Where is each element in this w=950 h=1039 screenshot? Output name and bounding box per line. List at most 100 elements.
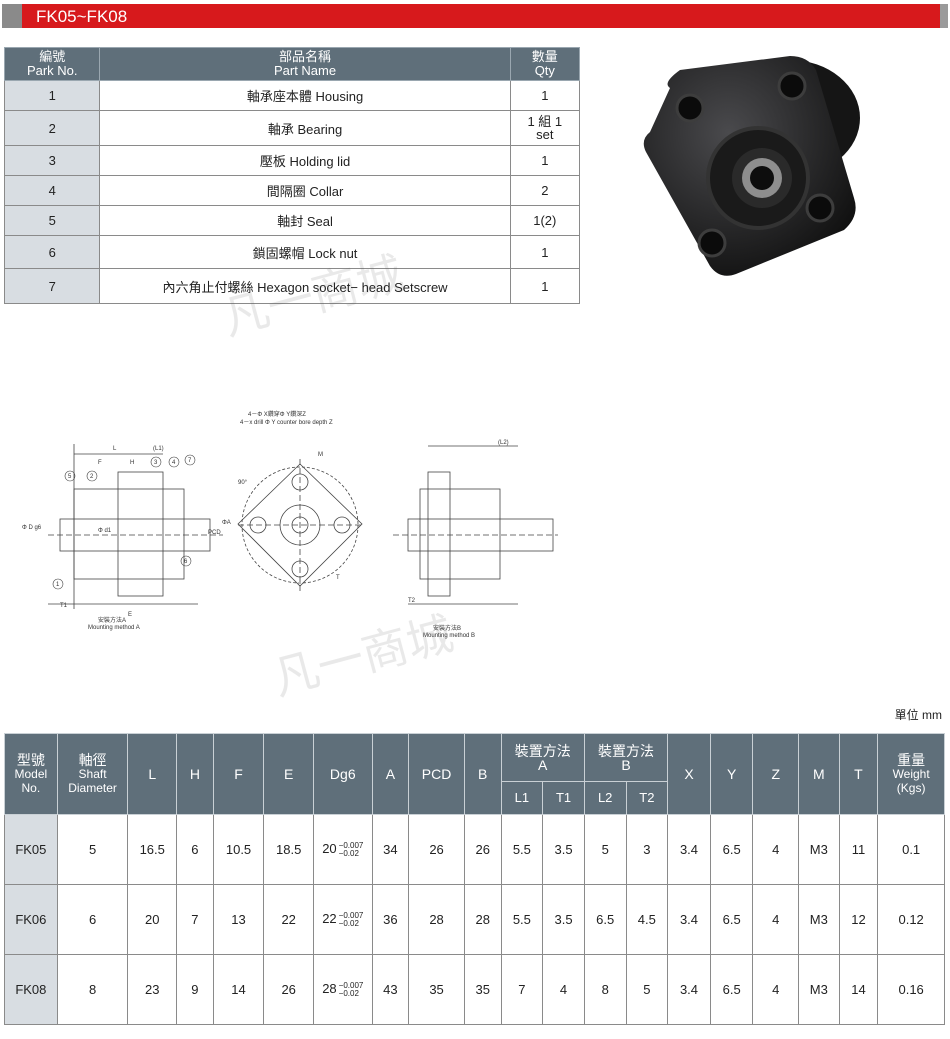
header-name-en: Part Name bbox=[273, 63, 337, 78]
header-L2: L2 bbox=[583, 781, 627, 815]
part-no: 5 bbox=[3, 205, 101, 236]
callouts: 5 2 3 4 7 6 1 bbox=[52, 454, 196, 590]
hole-note-en: 4－x drill Φ Y counter bore depth Z bbox=[240, 420, 333, 426]
cell-F: 10.5 bbox=[212, 814, 265, 885]
dim-label: T1 bbox=[60, 603, 68, 609]
cell-weight: 0.16 bbox=[877, 954, 945, 1025]
cell-Dg6: 20−0.007−0.02 bbox=[313, 814, 373, 885]
part-no: 6 bbox=[3, 235, 101, 269]
unit-label: 單位 mm bbox=[894, 708, 942, 722]
method-a-en: Mounting method A bbox=[88, 625, 140, 631]
product-photo bbox=[643, 56, 860, 276]
part-no: 2 bbox=[3, 110, 101, 146]
method-b-en: Mounting method B bbox=[423, 633, 475, 639]
cell-weight: 0.1 bbox=[877, 814, 945, 885]
cell-Z: 4 bbox=[752, 814, 799, 885]
page-title: FK05~FK08 bbox=[36, 7, 128, 26]
cell-shaft: 8 bbox=[56, 954, 129, 1025]
dim-label: H bbox=[130, 460, 134, 466]
part-no: 3 bbox=[3, 145, 101, 176]
header-Y: Y bbox=[709, 733, 754, 815]
dim-label: M bbox=[318, 452, 323, 458]
header-no-en: Park No. bbox=[26, 63, 78, 78]
part-name: 鎖固螺帽 Lock nut bbox=[99, 235, 511, 269]
table-row: FK06 6 20 7 13 22 22−0.007−0.02 36 28 28… bbox=[4, 884, 945, 955]
callout: 7 bbox=[188, 458, 192, 464]
cell-T1: 3.5 bbox=[542, 884, 585, 955]
callout: 3 bbox=[154, 460, 158, 466]
cell-M: M3 bbox=[797, 814, 840, 885]
cell-T2: 4.5 bbox=[625, 884, 669, 955]
title-end-cap bbox=[940, 4, 948, 28]
cell-F: 14 bbox=[212, 954, 265, 1025]
tol-lower: −0.02 bbox=[338, 848, 359, 858]
part-no: 4 bbox=[3, 175, 101, 206]
header-text: (Kgs) bbox=[896, 781, 926, 795]
callout: 4 bbox=[172, 460, 176, 466]
cell-A: 34 bbox=[371, 814, 410, 885]
tolerance: −0.007−0.02 bbox=[339, 981, 364, 998]
header-text: Weight bbox=[892, 767, 930, 781]
dim-label: Φ D g6 bbox=[22, 525, 42, 531]
tolerance: −0.007−0.02 bbox=[338, 910, 364, 928]
cell-T: 12 bbox=[838, 884, 879, 955]
dim-label: Φ d1 bbox=[98, 528, 112, 534]
cell-weight: 0.12 bbox=[877, 884, 945, 955]
header-qty-zh: 數量 bbox=[531, 49, 558, 64]
cell-model: FK05 bbox=[4, 814, 58, 885]
cell-E: 18.5 bbox=[263, 814, 314, 885]
cell-Y: 6.5 bbox=[709, 814, 754, 885]
cell-T2: 3 bbox=[625, 814, 669, 885]
cell-PCD: 28 bbox=[408, 884, 465, 955]
dg6-value: 20 bbox=[322, 841, 337, 857]
cell-T1: 3.5 bbox=[542, 814, 585, 885]
dg6-value: 22 bbox=[322, 911, 337, 927]
header-text: Shaft bbox=[78, 767, 107, 781]
cell-E: 26 bbox=[263, 954, 314, 1025]
header-text: 重量 bbox=[897, 752, 926, 768]
part-name: 軸承座本體 Housing bbox=[99, 80, 511, 111]
part-no: 7 bbox=[3, 268, 101, 304]
cell-model: FK06 bbox=[4, 884, 58, 955]
header-text: Diameter bbox=[68, 781, 117, 795]
cell-H: 6 bbox=[176, 814, 214, 885]
header-H: H bbox=[176, 733, 214, 815]
cell-X: 3.4 bbox=[667, 884, 711, 955]
cell-M: M3 bbox=[797, 954, 840, 1025]
dim-label: PCD bbox=[208, 530, 221, 536]
header-E: E bbox=[263, 733, 314, 815]
cell-H: 7 bbox=[176, 884, 214, 955]
header-Dg6: Dg6 bbox=[313, 733, 373, 815]
part-qty-text: 1 組 1 set bbox=[527, 114, 563, 142]
header-text: 裝置方法 bbox=[514, 742, 571, 759]
part-name: 軸承 Bearing bbox=[99, 110, 511, 146]
cell-T1: 4 bbox=[542, 954, 585, 1025]
callout: 2 bbox=[90, 474, 94, 480]
cell-Dg6: 28−0.007−0.02 bbox=[313, 954, 373, 1025]
tol-lower: −0.02 bbox=[338, 918, 359, 928]
tol-upper: −0.007 bbox=[338, 910, 364, 920]
header-Z: Z bbox=[752, 733, 799, 815]
cell-T2: 5 bbox=[625, 954, 669, 1025]
cell-L1: 5.5 bbox=[500, 814, 544, 885]
cell-B: 26 bbox=[463, 814, 502, 885]
callout: 6 bbox=[184, 559, 188, 565]
cell-B: 28 bbox=[463, 884, 502, 955]
part-name: 內六角止付螺絲 Hexagon socket− head Setscrew bbox=[99, 268, 511, 304]
title-accent bbox=[2, 4, 22, 28]
cell-model: FK08 bbox=[4, 954, 58, 1025]
header-text: A bbox=[538, 756, 548, 773]
dim-label: 90° bbox=[238, 480, 248, 486]
header-T: T bbox=[838, 733, 879, 815]
